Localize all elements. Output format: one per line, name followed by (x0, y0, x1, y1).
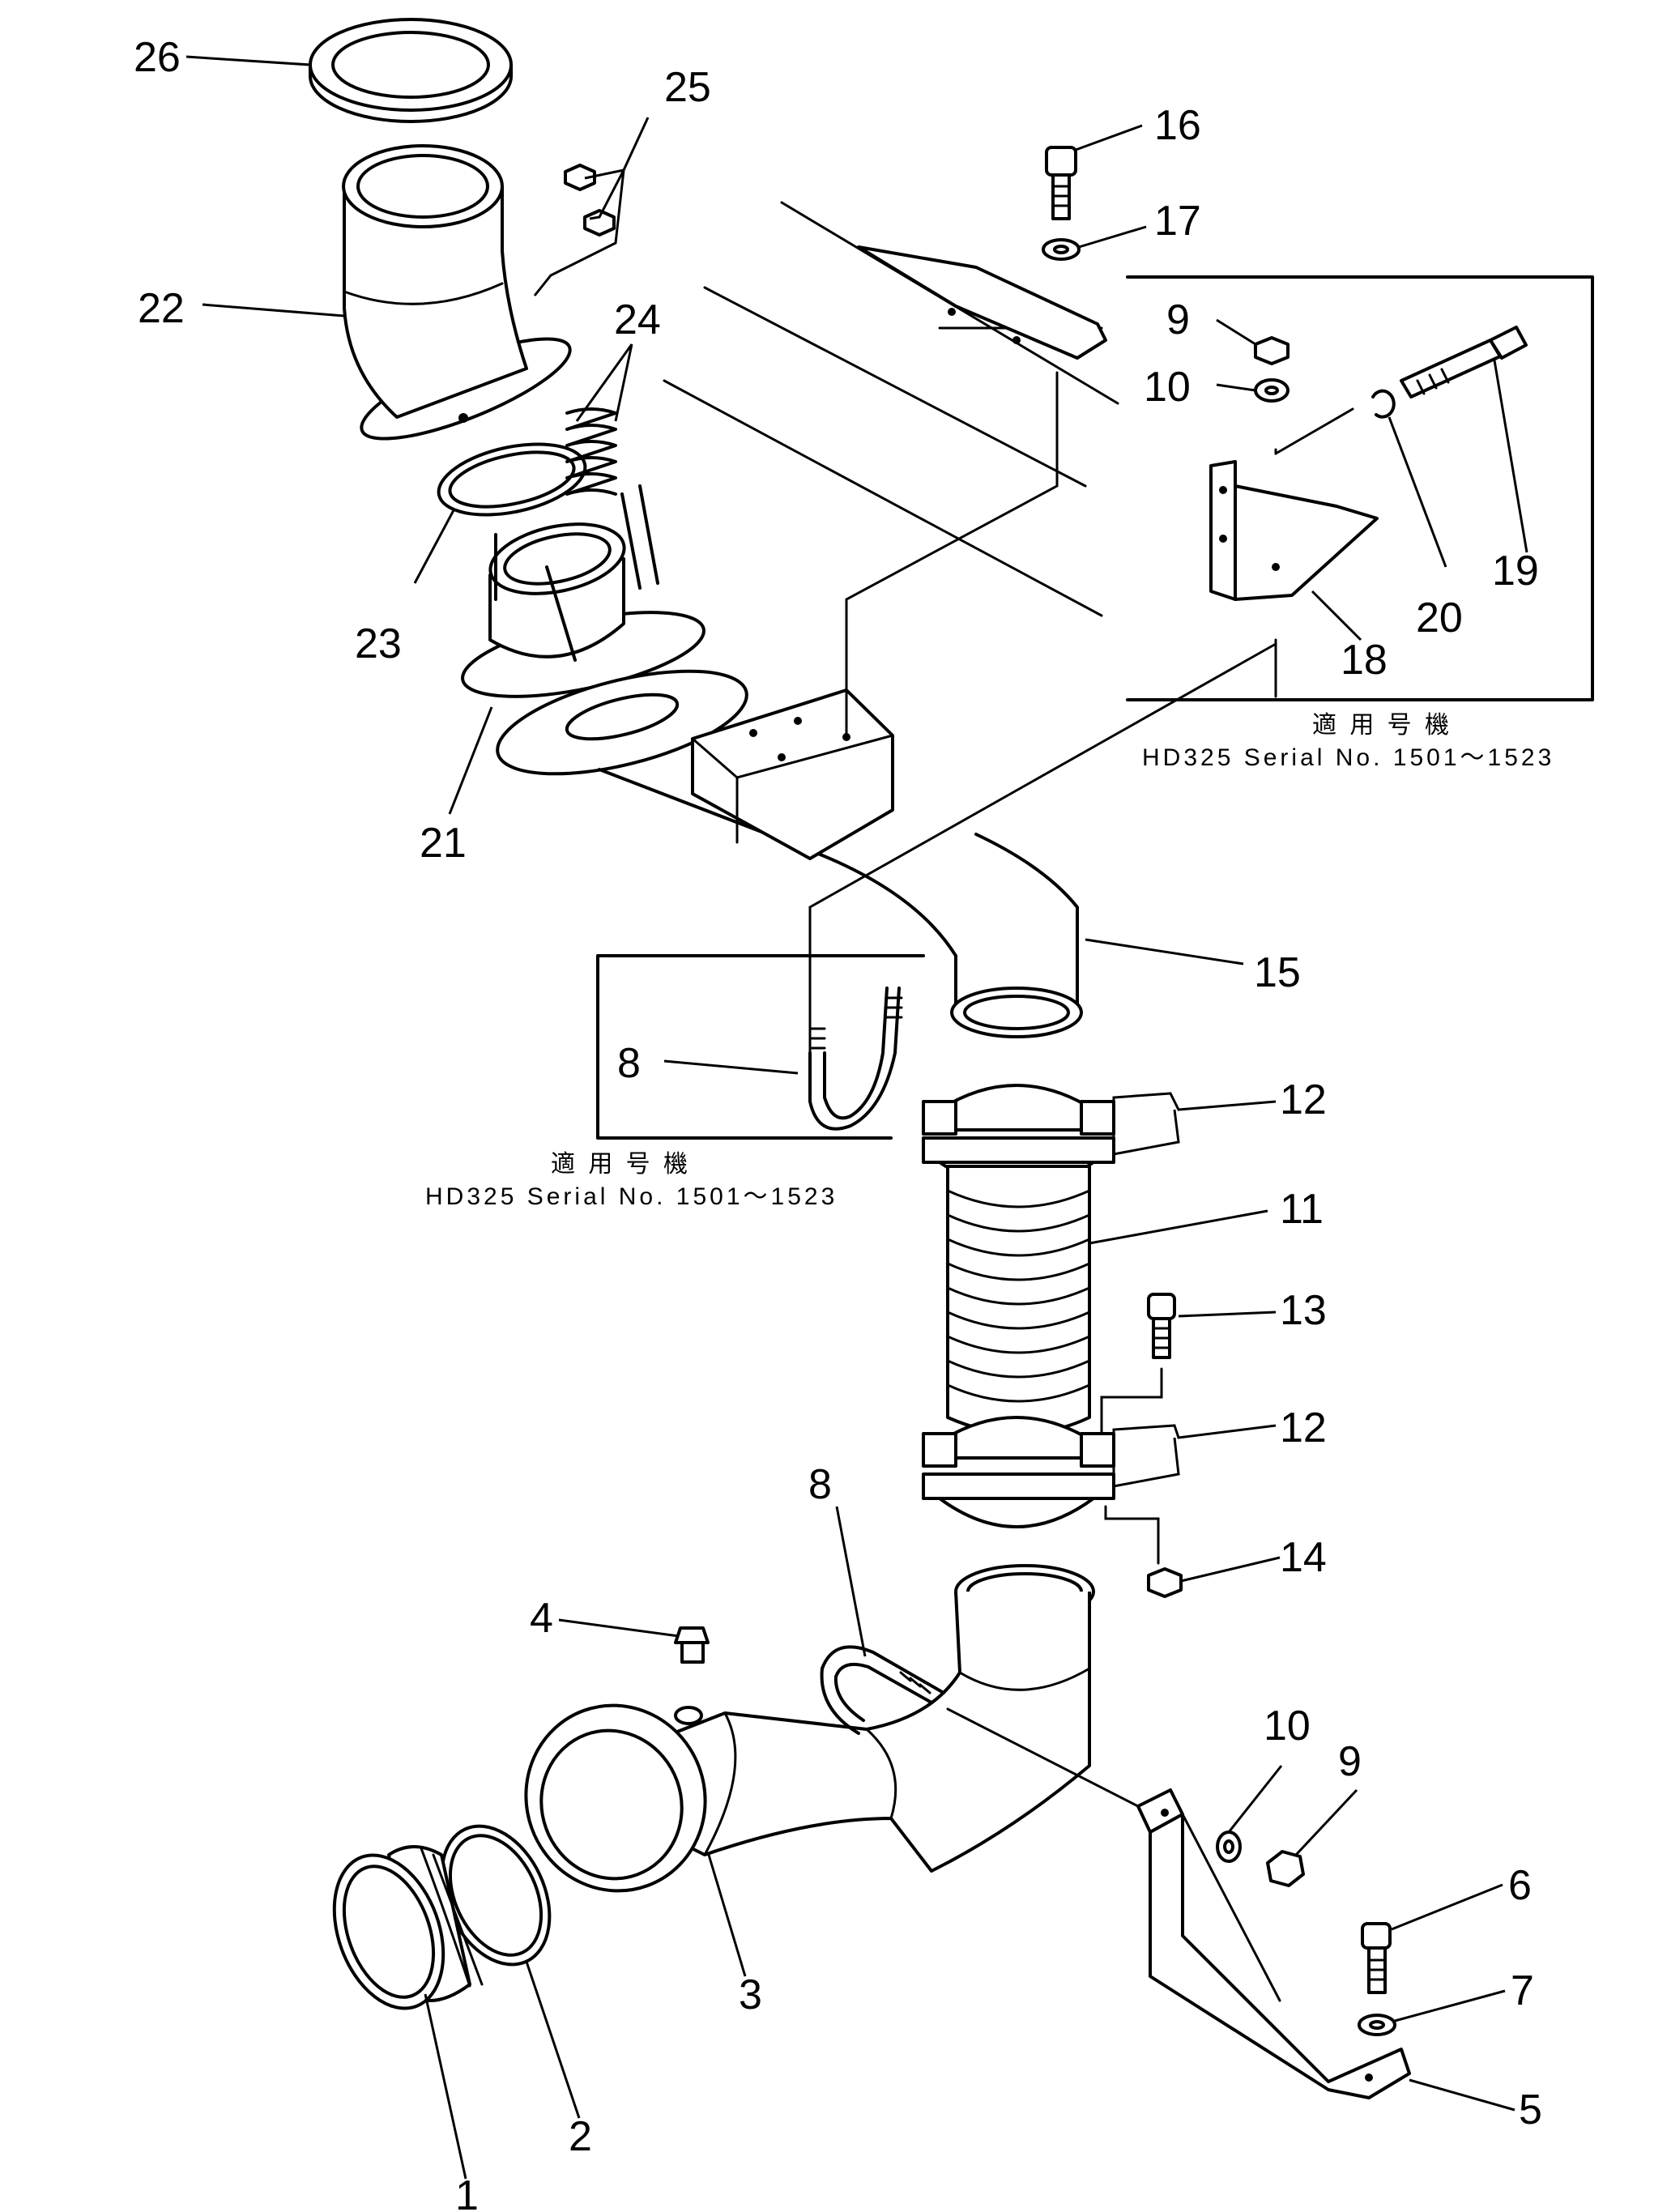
label-4: 4 (530, 1595, 553, 1642)
label-17: 17 (1154, 198, 1201, 245)
label-8-lower: 8 (808, 1461, 832, 1508)
part-12-clamp-lower (922, 1416, 1115, 1528)
label-1: 1 (455, 2172, 479, 2212)
label-25: 25 (664, 64, 711, 111)
note-left-title: 適 用 号 機 (551, 1151, 691, 1178)
label-20: 20 (1416, 595, 1463, 641)
label-15: 15 (1254, 949, 1301, 996)
part-11-bellows (946, 1165, 1091, 1435)
label-23: 23 (355, 620, 402, 667)
note-left-serial: HD325 Serial No. 1501～1523 (425, 1183, 838, 1210)
part-17-washer (1042, 238, 1081, 261)
label-8-upper: 8 (617, 1040, 641, 1087)
label-22: 22 (138, 285, 185, 332)
part-20-snap-ring (1371, 389, 1396, 419)
part-18-bracket (1209, 460, 1379, 601)
label-9-lower: 9 (1338, 1738, 1362, 1785)
part-10-washer-lower (1216, 1831, 1242, 1863)
part-19-bolt (1400, 326, 1528, 399)
note-right-serial: HD325 Serial No. 1501～1523 (1142, 744, 1554, 771)
part-number-labels: 26 25 22 24 23 21 16 17 9 10 19 20 18 15… (134, 34, 1542, 2212)
label-12-lower: 12 (1280, 1404, 1327, 1451)
label-24: 24 (614, 296, 661, 343)
part-10-washer (1254, 378, 1290, 403)
part-9-nut-lower (1266, 1850, 1305, 1887)
label-18: 18 (1341, 637, 1388, 684)
left-inset-box (596, 954, 925, 1140)
label-7: 7 (1511, 1967, 1534, 2014)
label-12-upper: 12 (1280, 1076, 1327, 1123)
label-9-upper: 9 (1166, 296, 1190, 343)
part-14-nut (1104, 1505, 1183, 1598)
label-11: 11 (1280, 1186, 1324, 1233)
label-21: 21 (420, 820, 467, 867)
part-22-inlet-elbow (342, 144, 572, 441)
part-23-seal-ring (437, 442, 587, 517)
label-5: 5 (1519, 2086, 1542, 2133)
note-right: 適 用 号 機 HD325 Serial No. 1501～1523 (1142, 712, 1554, 771)
part-21-flange-adapter (461, 484, 706, 698)
part-16-bolt (1045, 146, 1077, 220)
note-left: 適 用 号 機 HD325 Serial No. 1501～1523 (425, 1151, 838, 1210)
part-4-grease-fitting (674, 1626, 710, 1664)
part-1-coupling-sleeve (332, 1845, 484, 2010)
label-16: 16 (1154, 102, 1201, 149)
label-13: 13 (1280, 1287, 1327, 1334)
part-3-lower-elbow (524, 1564, 1095, 1893)
guide-lines (663, 201, 1119, 739)
label-26: 26 (134, 34, 181, 81)
top-bracket-plate (857, 245, 1107, 360)
part-24-spring (565, 407, 617, 496)
part-8-u-bolt-lower (820, 1645, 945, 1735)
label-10-lower: 10 (1264, 1703, 1311, 1750)
part-5-bracket (946, 1707, 1411, 2099)
inset-guide-lines (808, 642, 1277, 1087)
label-3: 3 (739, 1971, 762, 2018)
part-8-u-bolt-top (808, 987, 903, 1131)
part-26-gasket-ring (309, 18, 513, 123)
part-6-bolt (1361, 1922, 1392, 1994)
leader-lines (185, 55, 1528, 2180)
part-21-gasket (496, 669, 748, 776)
label-10-upper: 10 (1144, 364, 1191, 411)
part-7-washer (1358, 2014, 1396, 2036)
label-2: 2 (569, 2113, 592, 2160)
label-6: 6 (1508, 1862, 1532, 1909)
label-19: 19 (1492, 548, 1539, 595)
label-14: 14 (1280, 1534, 1327, 1581)
part-9-nut (1254, 336, 1290, 365)
right-inset-box (1126, 275, 1594, 701)
part-13-bolt (1100, 1293, 1176, 1435)
part-25-nuts (564, 164, 616, 237)
note-right-title: 適 用 号 機 (1312, 712, 1452, 739)
